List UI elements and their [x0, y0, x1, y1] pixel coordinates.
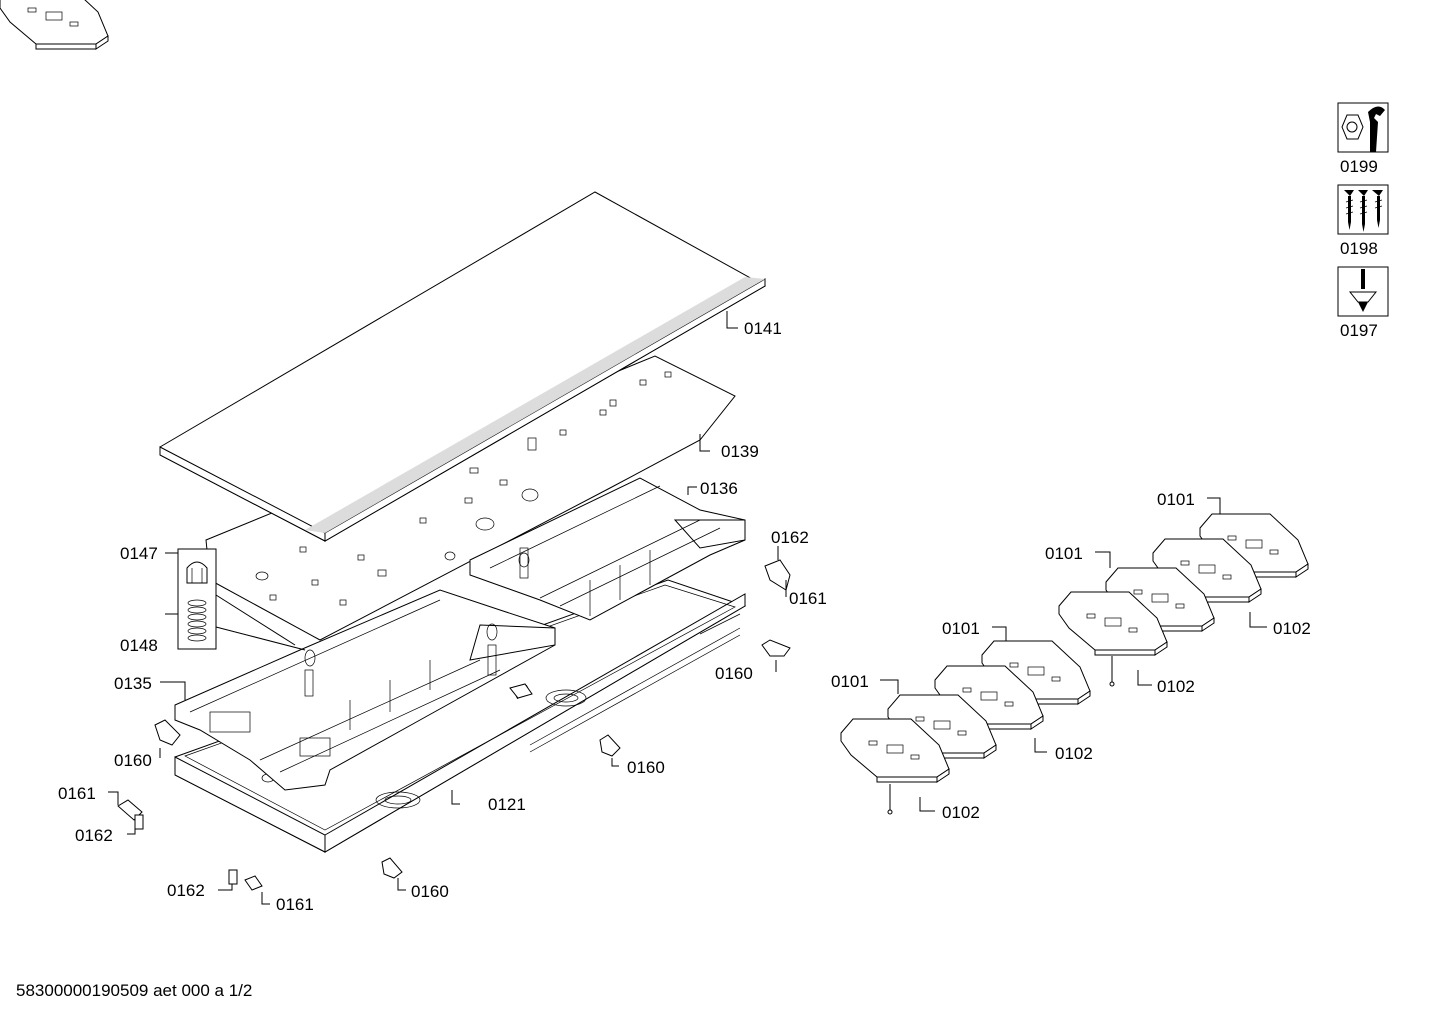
- leader-lines: [108, 311, 1267, 905]
- label-0101: 0101: [1045, 544, 1083, 563]
- carrier-plate-0139: [205, 355, 736, 641]
- label-0162: 0162: [75, 826, 113, 845]
- label-0160: 0160: [114, 751, 152, 770]
- label-0139: 0139: [721, 442, 759, 461]
- label-0101: 0101: [1157, 490, 1195, 509]
- label-0121: 0121: [488, 795, 526, 814]
- label-0101: 0101: [831, 672, 869, 691]
- screws-icon: 0198: [1337, 184, 1389, 258]
- label-0101: 0101: [942, 619, 980, 638]
- tool-icons: 0199 0198: [1337, 102, 1389, 340]
- induction-coils-0101: [0, 0, 1309, 815]
- label-0102: 0102: [1273, 619, 1311, 638]
- label-0160: 0160: [627, 758, 665, 777]
- label-0198: 0198: [1340, 239, 1378, 258]
- label-0161: 0161: [789, 589, 827, 608]
- label-0199: 0199: [1340, 157, 1378, 176]
- drawing-number: 58300000190509 aet 000 a 1/2: [16, 981, 253, 1000]
- induction-coil: [0, 0, 109, 50]
- label-0148: 0148: [120, 636, 158, 655]
- label-0135: 0135: [114, 674, 152, 693]
- label-0102: 0102: [1157, 677, 1195, 696]
- label-0102: 0102: [942, 803, 980, 822]
- label-0197: 0197: [1340, 321, 1378, 340]
- label-0147: 0147: [120, 544, 158, 563]
- label-0136: 0136: [700, 479, 738, 498]
- label-0141: 0141: [744, 319, 782, 338]
- part-labels: 0141 0139 0136 0162 0161 0147 0148 0135 …: [58, 319, 1311, 914]
- label-0160: 0160: [715, 664, 753, 683]
- detail-box-0147-0148: [177, 548, 306, 651]
- clips: [117, 559, 791, 891]
- label-0161: 0161: [58, 784, 96, 803]
- hex-nut-wrench-icon: 0199: [1337, 102, 1389, 176]
- label-0161: 0161: [276, 895, 314, 914]
- frame-0136: [469, 477, 746, 621]
- label-0102: 0102: [1055, 744, 1093, 763]
- label-0162: 0162: [771, 528, 809, 547]
- frame-0135: [174, 552, 556, 791]
- label-0160: 0160: [411, 882, 449, 901]
- glass-top-0141: [159, 191, 767, 542]
- label-0162: 0162: [167, 881, 205, 900]
- screwdriver-icon: 0197: [1337, 266, 1389, 340]
